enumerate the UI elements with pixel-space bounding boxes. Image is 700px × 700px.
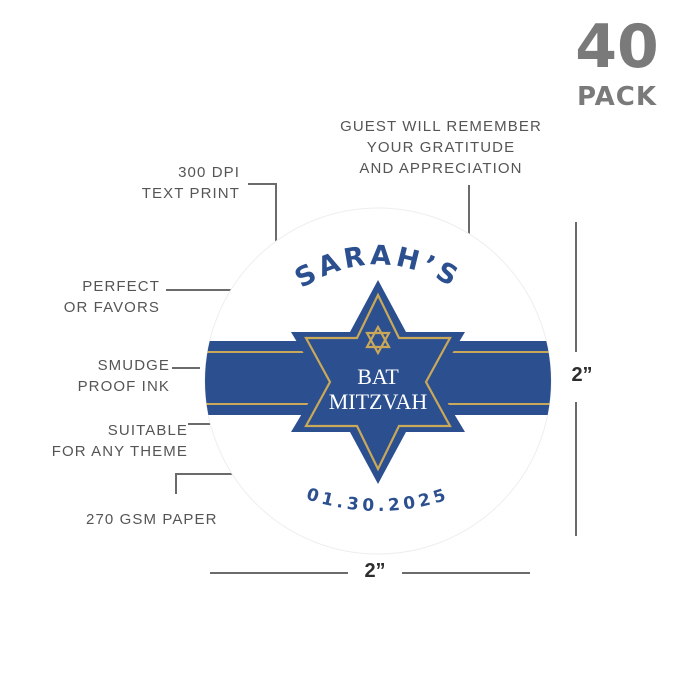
callout-dpi-line-2: TEXT PRINT bbox=[141, 185, 240, 202]
callout-guest-line-2: YOUR GRATITUDE bbox=[366, 139, 516, 156]
height-dimension-label: 2” bbox=[571, 364, 593, 386]
callout-ink: SMUDGE PROOF INK bbox=[54, 355, 170, 397]
width-dimension-label: 2” bbox=[364, 560, 386, 582]
callout-dpi: 300 DPI TEXT PRINT bbox=[128, 162, 240, 204]
pack-count: 40 bbox=[575, 12, 659, 82]
callout-theme-line-2: FOR ANY THEME bbox=[51, 443, 188, 460]
pack-label: PACK bbox=[576, 82, 658, 112]
leader-dpi bbox=[248, 183, 277, 250]
small-star-of-david-icon bbox=[365, 324, 391, 356]
callout-favors-line-1: PERFECT bbox=[82, 278, 160, 295]
callout-theme: SUITABLE FOR ANY THEME bbox=[40, 420, 188, 462]
star-of-david bbox=[291, 280, 465, 484]
leader-paper bbox=[175, 473, 252, 494]
callout-favors: PERFECT OR FAVORS bbox=[48, 276, 160, 318]
callout-paper-line-1: 270 GSM PAPER bbox=[86, 511, 218, 528]
callout-theme-line-1: SUITABLE bbox=[107, 422, 188, 439]
callout-dpi-line-1: 300 DPI bbox=[178, 164, 240, 181]
callout-guest-line-3: AND APPRECIATION bbox=[359, 160, 523, 177]
callout-paper: 270 GSM PAPER bbox=[86, 509, 218, 530]
callout-guest-line-1: GUEST WILL REMEMBER bbox=[340, 118, 542, 135]
callout-ink-line-2: PROOF INK bbox=[77, 378, 170, 395]
callout-guest: GUEST WILL REMEMBER YOUR GRATITUDE AND A… bbox=[338, 116, 544, 179]
event-line-1: BAT bbox=[357, 364, 399, 389]
callout-ink-line-1: SMUDGE bbox=[97, 357, 170, 374]
callout-favors-line-2: OR FAVORS bbox=[63, 299, 160, 316]
event-line-2: MITZVAH bbox=[329, 389, 428, 414]
round-sticker: SARAH’S BAT MITZVAH 01.30.2025 bbox=[204, 207, 552, 555]
star-gold-outline bbox=[304, 292, 452, 472]
